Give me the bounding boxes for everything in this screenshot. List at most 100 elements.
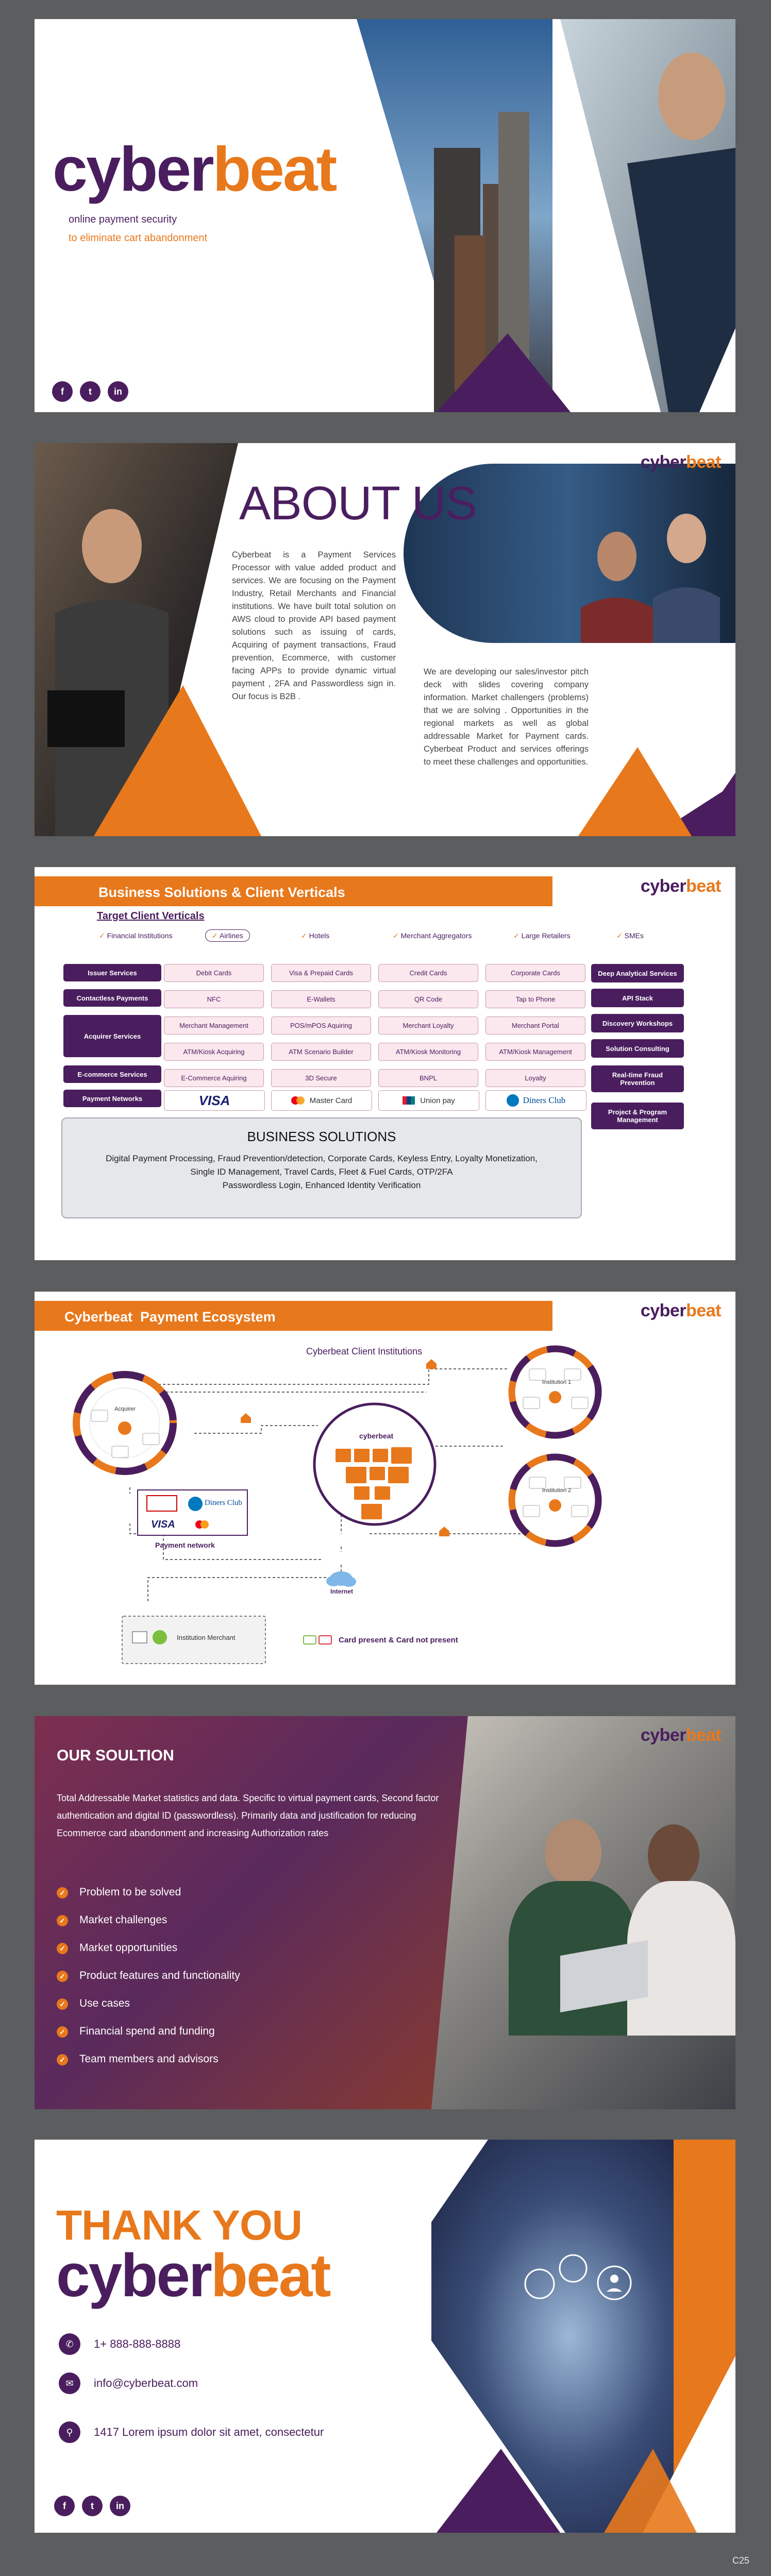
twitter-icon[interactable]: t [80,381,100,402]
unionpay-icon [403,1096,415,1105]
service-item[interactable]: QR Code [378,990,478,1008]
contact-email[interactable]: ✉info@cyberbeat.com [59,2372,198,2394]
service-item[interactable]: ATM/Kiosk Management [485,1043,585,1061]
vertical-item: ✓ Merchant Aggregators [393,931,472,940]
box-line: Single ID Management, Travel Cards, Flee… [190,1167,453,1177]
check-icon: ✓ [57,1998,68,2010]
solution-list: ✓Problem to be solved ✓Market challenges… [57,1886,240,2081]
twitter-icon[interactable]: t [82,2496,103,2516]
service-item[interactable]: ATM Scenario Builder [271,1043,371,1061]
right-service[interactable]: Real-time Fraud Prevention [591,1065,684,1092]
services-grid: Debit Cards Visa & Prepaid Cards Credit … [164,964,585,1087]
box-title: BUSINESS SOLUTIONS [247,1129,396,1144]
service-item[interactable]: E-Commerce Aquiring [164,1069,264,1087]
target-verticals-title: Target Client Verticals [97,910,205,922]
service-item[interactable]: E-Wallets [271,990,371,1008]
list-item: ✓Product features and functionality [57,1970,240,1997]
contact-address: ⚲1417 Lorem ipsum dolor sit amet, consec… [59,2421,324,2443]
right-service[interactable]: Project & Program Management [591,1103,684,1129]
header-bar [35,876,552,906]
left-service[interactable]: Contactless Payments [63,989,161,1007]
tagline-1: online payment security [69,214,177,225]
right-service[interactable]: Discovery Workshops [591,1014,684,1032]
service-item[interactable]: POS/mPOS Aquiring [271,1016,371,1035]
header-title: Business Solutions & Client Verticals [98,885,345,900]
about-paragraph-1: Cyberbeat is a Payment Services Processo… [232,550,396,701]
network-card-visa[interactable]: VISA [164,1090,265,1111]
network-card-unionpay[interactable]: Union pay [378,1090,479,1111]
right-service[interactable]: API Stack [591,989,684,1007]
right-service[interactable]: Solution Consulting [591,1039,684,1058]
logo: cyberbeat [56,2242,331,2310]
team-photo [404,464,735,643]
left-service[interactable]: Acquirer Services [63,1015,161,1057]
right-service[interactable]: Deep Analytical Services [591,964,684,982]
institution2-ring [508,1453,602,1547]
institution2-label: Institution 2 [542,1487,572,1494]
about-paragraph-2: We are developing our sales/investor pit… [424,667,589,767]
linkedin-icon[interactable]: in [108,381,128,402]
check-icon: ✓ [57,1915,68,1926]
about-graphics [35,443,735,836]
service-item[interactable]: Merchant Loyalty [378,1016,478,1035]
service-item[interactable]: Visa & Prepaid Cards [271,964,371,982]
vertical-item: ✓ SMEs [616,931,644,940]
service-item[interactable]: Debit Cards [164,964,264,982]
header-title: Cyberbeat Payment Ecosystem [64,1309,276,1325]
check-icon: ✓ [57,2026,68,2038]
verticals-row: ✓ Financial Institutions ✓ Airlines ✓ Ho… [99,929,692,942]
service-item[interactable]: ATM/Kiosk Acquiring [164,1043,264,1061]
facebook-icon[interactable]: f [52,381,73,402]
internet-cloud [326,1571,356,1587]
cover-graphics [357,19,735,412]
service-item[interactable]: Merchant Management [164,1016,264,1035]
service-item[interactable]: Tap to Phone [485,990,585,1008]
vertical-item: ✓ Financial Institutions [99,931,173,940]
service-item[interactable]: 3D Secure [271,1069,371,1087]
list-item: ✓Problem to be solved [57,1886,240,1914]
logo-part1: cyber [53,134,214,204]
network-card-mastercard[interactable]: Master Card [271,1090,372,1111]
service-item[interactable]: ATM/Kiosk Monitoring [378,1043,478,1061]
acquirer-label: Acquirer [114,1406,136,1412]
slide-solution: cyberbeat OUR SOULTION Total Addressable… [35,1716,735,2109]
logo-part2: beat [212,134,338,204]
slide-business: Business Solutions & Client Verticals cy… [35,867,735,1260]
purple-triangle [437,333,571,412]
header-bar [35,1301,552,1331]
left-service[interactable]: Issuer Services [63,964,161,981]
list-item: ✓Financial spend and funding [57,2025,240,2053]
contact-phone: ✆1+ 888-888-8888 [59,2333,180,2355]
service-item[interactable]: Corporate Cards [485,964,585,982]
client-institutions-title: Cyberbeat Client Institutions [306,1346,423,1357]
left-service[interactable]: E-commerce Services [63,1065,161,1083]
card-present-label: Card present & Card not present [339,1636,458,1645]
list-item: ✓Market opportunities [57,1942,240,1970]
facebook-icon[interactable]: f [54,2496,75,2516]
list-item: ✓Team members and advisors [57,2053,240,2081]
check-icon: ✓ [57,2054,68,2065]
visa-logo: VISA [151,1519,175,1530]
about-title: ABOUT US [239,477,477,530]
service-item[interactable]: NFC [164,990,264,1008]
institution1-ring [508,1345,602,1439]
left-service[interactable]: Payment Networks [63,1090,161,1107]
orange-triangle-right [578,747,692,836]
ecosystem-diagram [73,1345,602,1664]
linkedin-icon[interactable]: in [110,2496,130,2516]
list-item: ✓Use cases [57,1997,240,2025]
service-item[interactable]: Loyalty [485,1069,585,1087]
service-item[interactable]: BNPL [378,1069,478,1087]
service-item[interactable]: Credit Cards [378,964,478,982]
solution-body: Total Addressable Market statistics and … [57,1793,439,1838]
network-card-diners[interactable]: Diners Club [485,1090,586,1111]
phone-icon: ✆ [59,2333,80,2355]
solution-gradient [35,1716,498,2109]
mail-icon: ✉ [59,2372,80,2394]
purple-triangle [437,2449,560,2533]
service-item[interactable]: Merchant Portal [485,1016,585,1035]
diners-logo: Diners Club [205,1499,242,1507]
tech-photo [431,2140,707,2533]
payment-network-label: Payment network [155,1541,215,1549]
internet-label: Internet [330,1588,354,1595]
